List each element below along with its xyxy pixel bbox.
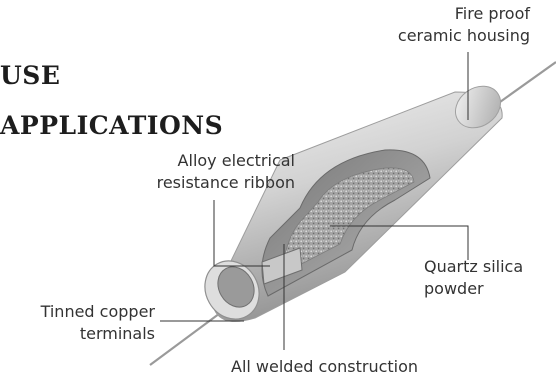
callout-tinned-line1: Tinned copper [7,301,155,323]
callout-alloy-line1: Alloy electrical [135,150,295,172]
callout-quartz: Quartz silica powder [424,256,523,300]
callout-quartz-line1: Quartz silica [424,256,523,278]
right-wire-lead [500,62,556,102]
callout-tinned-line2: terminals [7,323,155,345]
callout-alloy: Alloy electrical resistance ribbon [135,150,295,194]
callout-quartz-line2: powder [424,278,523,300]
callout-tinned: Tinned copper terminals [7,301,155,345]
callout-welded-line1: All welded construction [231,356,418,378]
callout-welded: All welded construction [231,356,418,378]
callout-fire-proof-line2: ceramic housing [398,25,530,47]
callout-alloy-line2: resistance ribbon [135,172,295,194]
callout-fire-proof: Fire proof ceramic housing [398,3,530,47]
callout-fire-proof-line1: Fire proof [398,3,530,25]
